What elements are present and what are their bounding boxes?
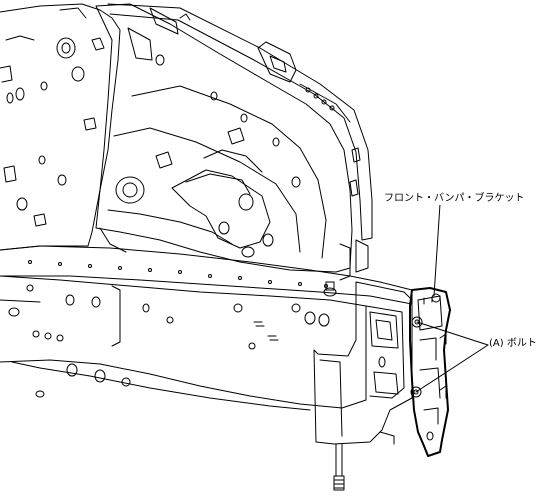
upper-side-member: [107, 3, 373, 281]
bolt-upper: [411, 316, 423, 328]
leader-bolt-lower: [415, 344, 489, 393]
engine-compartment-panel: [0, 3, 121, 251]
front-crossmember-end: [313, 281, 413, 491]
callout-bolt-a: (A) ボルト: [489, 338, 537, 350]
bolt-lower: [410, 386, 422, 398]
callout-front-bumper-bracket: フロント・バンパ・ブラケット: [384, 193, 525, 205]
leader-lines: [415, 203, 489, 393]
leader-bracket: [433, 203, 441, 297]
front-bumper-bracket: [409, 287, 451, 457]
inner-fender-panel: [95, 3, 353, 273]
leader-bolt-upper: [416, 321, 489, 346]
